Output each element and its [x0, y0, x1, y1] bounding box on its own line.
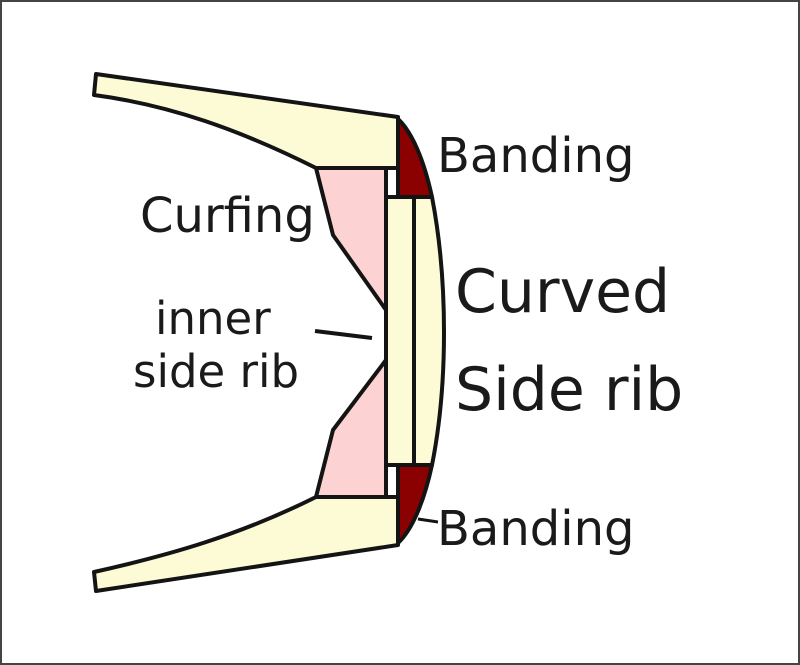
label-banding-top: Banding: [437, 128, 634, 184]
banding-bottom-leader-line: [417, 517, 439, 524]
label-curved-line2: Side rib: [455, 355, 683, 425]
label-inner-side-rib-line1: inner: [155, 292, 271, 345]
inner-rib-leader-line: [314, 329, 373, 340]
label-curfing: Curfing: [140, 188, 315, 244]
banding-bottom-piece: [396, 463, 434, 545]
inner-side-rib: [384, 195, 416, 467]
curved-side-rib: [412, 195, 446, 467]
banding-top-piece: [396, 117, 434, 199]
label-banding-bottom: Banding: [437, 501, 634, 557]
label-inner-side-rib-line2: side rib: [133, 345, 299, 398]
label-curved-line1: Curved: [455, 257, 670, 327]
